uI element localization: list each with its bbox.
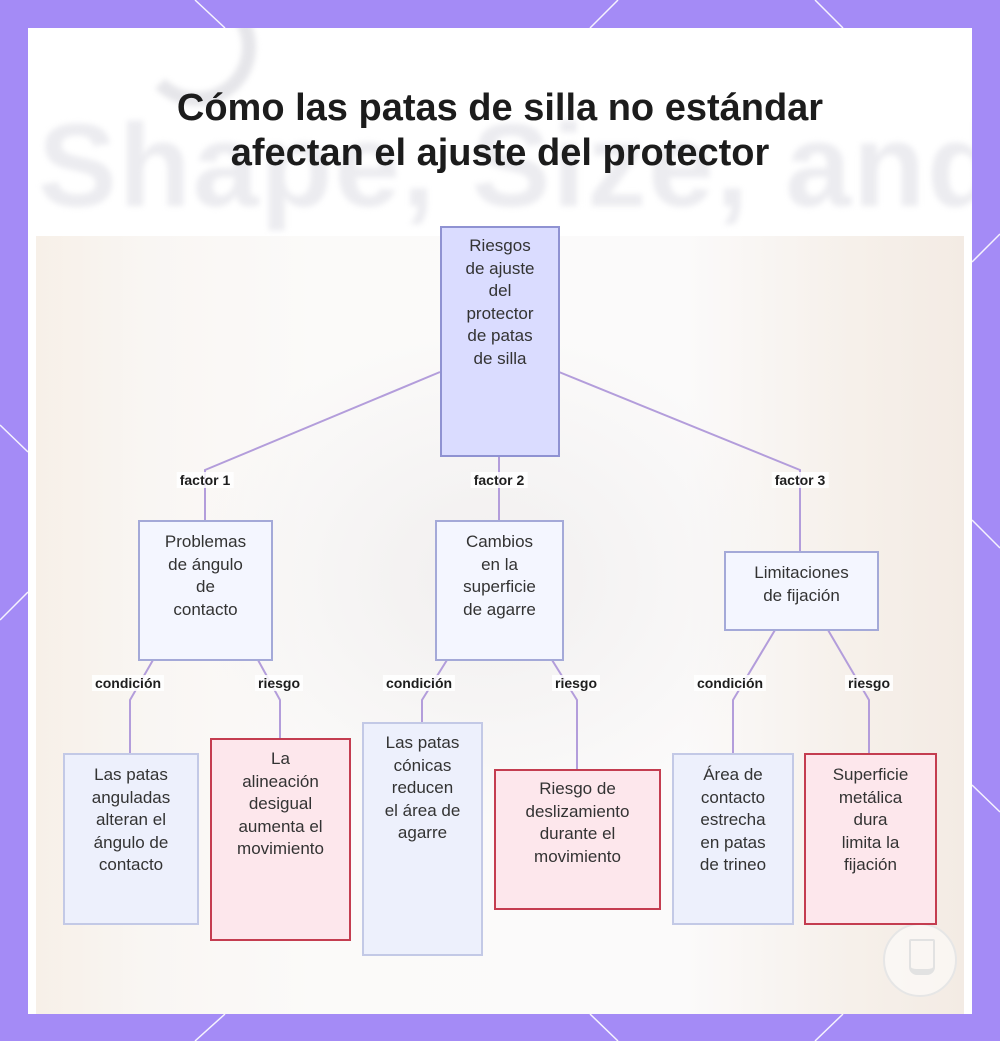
edge-label-condition-2: condición (382, 675, 456, 691)
node-line: Superficie (832, 765, 909, 784)
node-line: limita la (841, 832, 900, 852)
edge-label-risk-1: riesgo (254, 675, 304, 691)
risk-node-misalignment: La alineación desigual aumenta el movimi… (210, 738, 351, 941)
node-line: deslizamiento (525, 801, 630, 821)
root-node: Riesgos de ajuste del protector de patas… (440, 226, 560, 457)
node-line: dura (853, 810, 888, 829)
node-line: Las patas (94, 765, 168, 784)
node-line: en la (481, 554, 518, 574)
edge-label-condition-1: condición (91, 675, 165, 691)
factor-node-angle: Problemas de ángulo de contacto (138, 520, 273, 661)
edge-label-risk-3: riesgo (844, 675, 894, 691)
node-line: ángulo de (93, 832, 169, 852)
edge-label-risk-2: riesgo (551, 675, 601, 691)
node-line: de patas (467, 326, 533, 345)
edge-label-factor-2: factor 2 (470, 472, 528, 488)
factor-node-grip-surface: Cambios en la superficie de agarre (435, 520, 564, 661)
node-line: movimiento (534, 846, 621, 866)
background-ghost-text: Shape, Size, and F (38, 100, 972, 232)
node-line: estrecha (700, 810, 766, 829)
node-line: superficie (463, 577, 536, 596)
node-line: de ajuste (465, 258, 535, 278)
condition-node-tapered-legs: Las patas cónicas reducen el área de aga… (362, 722, 483, 956)
node-line: fijación (844, 855, 897, 874)
edge-label-condition-3: condición (693, 675, 767, 691)
node-line: metálica (838, 787, 903, 807)
node-line: La (271, 749, 290, 768)
node-line: del (488, 281, 512, 300)
risk-node-slipping: Riesgo de deslizamiento durante el movim… (494, 769, 661, 910)
condition-node-sled-legs: Área de contacto estrecha en patas de tr… (672, 753, 794, 925)
node-line: Riesgos (469, 236, 531, 255)
chair-leg-logo-icon (883, 923, 957, 997)
factor-node-fixation: Limitaciones de fijación (724, 551, 879, 631)
node-line: agarre (397, 823, 448, 842)
node-line: en patas (700, 832, 766, 852)
node-line: aumenta el (238, 816, 323, 836)
node-line: de (196, 577, 215, 596)
node-line: Las patas (385, 733, 460, 752)
node-line: de trineo (699, 855, 767, 874)
node-line: Limitaciones (754, 563, 849, 582)
node-line: Riesgo de (539, 779, 616, 798)
node-line: contacto (173, 599, 238, 619)
node-line: movimiento (237, 839, 324, 858)
risk-node-metal-surface: Superficie metálica dura limita la fijac… (804, 753, 937, 925)
node-line: contacto (700, 787, 766, 807)
title-line-2: afectan el ajuste del protector (230, 132, 770, 174)
node-line: de silla (473, 348, 527, 368)
node-line: protector (466, 303, 534, 323)
node-line: cónicas (393, 755, 452, 775)
node-line: el área de (384, 800, 461, 820)
node-line: anguladas (91, 787, 171, 807)
node-line: de ángulo (168, 554, 243, 574)
node-line: desigual (248, 794, 313, 813)
page-title: Cómo las patas de silla no estándar afec… (0, 86, 1000, 176)
node-line: Problemas (164, 532, 247, 551)
node-line: reducen (391, 778, 454, 797)
node-line: durante el (539, 824, 616, 843)
title-line-1: Cómo las patas de silla no estándar (176, 87, 824, 129)
node-line: alteran el (96, 810, 166, 829)
condition-node-angled-legs: Las patas anguladas alteran el ángulo de… (63, 753, 199, 925)
edge-label-factor-3: factor 3 (771, 472, 829, 488)
node-line: Área de (703, 765, 763, 784)
node-line: Cambios (465, 532, 534, 551)
edge-label-factor-1: factor 1 (176, 472, 234, 488)
node-line: contacto (98, 855, 164, 874)
node-line: alineación (242, 771, 319, 791)
node-line: de agarre (463, 599, 536, 619)
node-line: de fijación (763, 585, 840, 605)
